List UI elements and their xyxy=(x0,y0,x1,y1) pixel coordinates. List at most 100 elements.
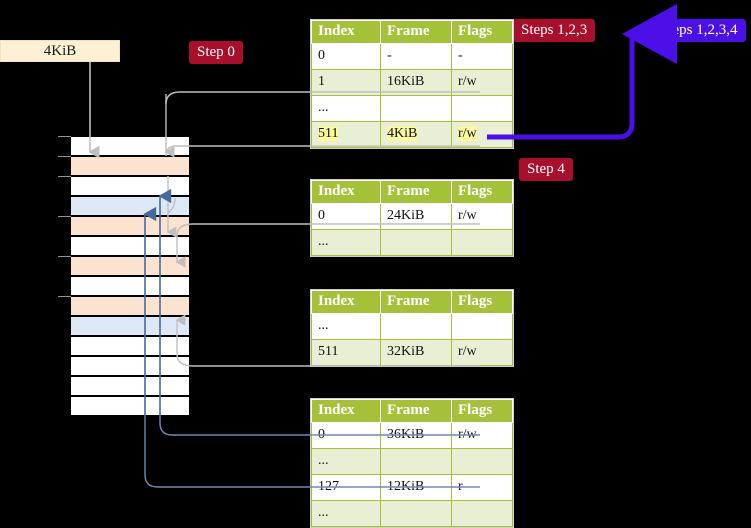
cell-index-text: ... xyxy=(318,234,329,249)
memory-row xyxy=(70,156,190,176)
memory-row xyxy=(70,276,190,296)
header-flags: Flags xyxy=(451,180,513,204)
badge-steps123-text: Steps 1,2,3 xyxy=(521,22,588,38)
cell-flags-text: r xyxy=(458,479,463,494)
cell-frame-text: 16KiB xyxy=(387,74,425,89)
cell-flags xyxy=(451,95,513,122)
memory-row xyxy=(70,216,190,236)
cell-flags xyxy=(451,229,513,256)
size-label-box: 4KiB xyxy=(0,40,120,62)
pdpt-table: Index Frame Flags 0 24KiB r/w ... xyxy=(311,180,513,256)
table-row: ... xyxy=(311,95,513,122)
cell-index-text: 511 xyxy=(318,126,339,141)
memory-row xyxy=(70,376,190,396)
header-frame: Frame xyxy=(380,180,452,204)
cell-frame: 4KiB xyxy=(380,121,452,148)
cell-frame xyxy=(380,229,452,256)
cell-flags: r/w xyxy=(451,339,513,366)
cell-flags-text: r/w xyxy=(458,208,477,223)
cell-index-text: 127 xyxy=(318,479,339,494)
cell-frame-text: - xyxy=(387,48,392,63)
table-header-row: Index Frame Flags xyxy=(311,399,513,423)
memory-row xyxy=(70,176,190,196)
cell-flags xyxy=(451,448,513,475)
cell-frame: 24KiB xyxy=(380,203,452,230)
badge-step0-text: Step 0 xyxy=(197,44,235,60)
cell-index: 0 xyxy=(311,203,381,230)
table-row: 0 24KiB r/w xyxy=(311,203,513,230)
memory-tick xyxy=(58,256,71,257)
memory-row xyxy=(70,196,190,216)
cell-flags-text: r/w xyxy=(458,74,477,89)
cell-index: 127 xyxy=(311,474,381,501)
header-flags: Flags xyxy=(451,20,513,44)
cell-frame: 36KiB xyxy=(380,422,452,449)
cell-frame-text: 12KiB xyxy=(387,479,425,494)
badge-step0: Step 0 xyxy=(189,41,243,64)
cell-frame-text: 4KiB xyxy=(387,126,418,141)
badge-steps1234-text: Steps 1,2,3,4 xyxy=(660,22,738,38)
header-frame: Frame xyxy=(380,399,452,423)
table-header-row: Index Frame Flags xyxy=(311,20,513,44)
cell-index: 0 xyxy=(311,422,381,449)
cell-index: ... xyxy=(311,313,381,340)
cell-frame xyxy=(380,500,452,527)
badge-step4-text: Step 4 xyxy=(527,161,565,177)
table-row-highlighted: 511 4KiB r/w xyxy=(311,121,513,148)
cell-flags: r/w xyxy=(451,422,513,449)
header-flags: Flags xyxy=(451,290,513,314)
memory-tick xyxy=(58,156,71,157)
physical-memory-column xyxy=(70,136,190,416)
table-row: ... xyxy=(311,313,513,340)
cell-frame-text: 32KiB xyxy=(387,344,425,359)
cell-index-text: 511 xyxy=(318,344,339,359)
cell-frame-text: 36KiB xyxy=(387,427,425,442)
cell-frame-text: 24KiB xyxy=(387,208,425,223)
cell-flags: - xyxy=(451,43,513,70)
memory-tick xyxy=(58,176,71,177)
memory-tick xyxy=(58,216,71,217)
cell-index: ... xyxy=(311,95,381,122)
cell-index: 511 xyxy=(311,121,381,148)
memory-row xyxy=(70,296,190,316)
pml4-table: Index Frame Flags 0 - - 1 16KiB r/w ... xyxy=(311,20,513,148)
table-header-row: Index Frame Flags xyxy=(311,180,513,204)
table-row: 1 16KiB r/w xyxy=(311,69,513,96)
cell-flags-text: r/w xyxy=(458,344,477,359)
badge-steps1234: Steps 1,2,3,4 xyxy=(652,19,746,42)
cell-frame xyxy=(380,95,452,122)
cell-flags: r/w xyxy=(451,69,513,96)
cell-flags xyxy=(451,500,513,527)
cell-index: 511 xyxy=(311,339,381,366)
header-index: Index xyxy=(311,399,381,423)
cell-flags-text: r/w xyxy=(458,427,477,442)
memory-row xyxy=(70,236,190,256)
header-flags: Flags xyxy=(451,399,513,423)
table-row: 0 - - xyxy=(311,43,513,70)
size-label-text: 4KiB xyxy=(43,43,77,59)
cell-index-text: ... xyxy=(318,318,329,333)
memory-row xyxy=(70,336,190,356)
cell-flags: r/w xyxy=(451,203,513,230)
cell-frame xyxy=(380,313,452,340)
cell-frame: 12KiB xyxy=(380,474,452,501)
table-row: 511 32KiB r/w xyxy=(311,339,513,366)
cell-frame xyxy=(380,448,452,475)
header-index: Index xyxy=(311,290,381,314)
cell-index-text: ... xyxy=(318,505,329,520)
cell-frame: 32KiB xyxy=(380,339,452,366)
cell-index-text: 0 xyxy=(318,427,325,442)
cell-index-text: 0 xyxy=(318,208,325,223)
cell-index-text: ... xyxy=(318,453,329,468)
table-row: ... xyxy=(311,229,513,256)
memory-row xyxy=(70,356,190,376)
memory-row xyxy=(70,396,190,416)
table-row: 0 36KiB r/w xyxy=(311,422,513,449)
header-frame: Frame xyxy=(380,20,452,44)
header-index: Index xyxy=(311,20,381,44)
cell-index: ... xyxy=(311,500,381,527)
cell-frame: - xyxy=(380,43,452,70)
header-index: Index xyxy=(311,180,381,204)
cell-flags xyxy=(451,313,513,340)
